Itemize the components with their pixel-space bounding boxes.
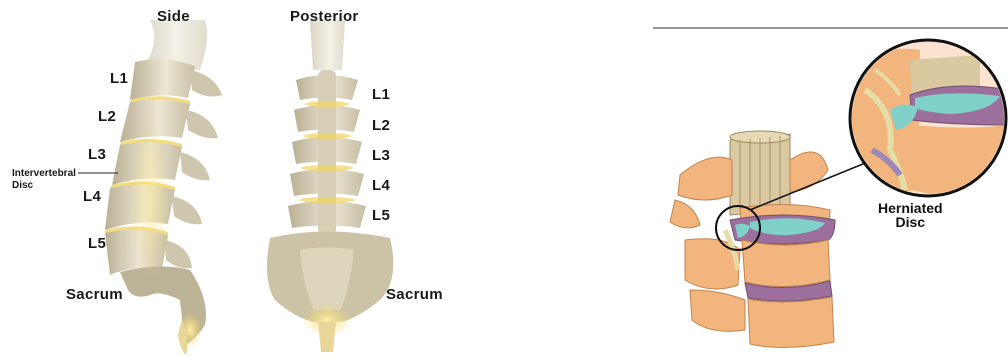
posterior-view-title: Posterior xyxy=(290,8,359,25)
posterior-label-l3: L3 xyxy=(372,147,390,164)
intervertebral-disc-label-line1: Intervertebral xyxy=(12,168,76,180)
lumbar-spine-figure: Side L1 L2 L3 L4 L5 Intervertebral Disc … xyxy=(0,0,500,360)
side-label-l3: L3 xyxy=(88,146,106,163)
herniated-disc-label: Herniated Disc xyxy=(878,201,943,229)
side-label-l4: L4 xyxy=(83,188,101,205)
posterior-label-l4: L4 xyxy=(372,177,390,194)
herniated-disc-figure: Herniated Disc xyxy=(650,0,1008,360)
herniated-disc-label-line1: Herniated xyxy=(878,201,943,215)
herniated-disc-label-line2: Disc xyxy=(878,215,943,229)
side-label-l2: L2 xyxy=(98,108,116,125)
side-sacrum-label: Sacrum xyxy=(66,286,123,303)
herniated-disc-drawing xyxy=(650,0,1008,360)
intervertebral-disc-label-line2: Disc xyxy=(12,180,76,192)
side-label-l5: L5 xyxy=(88,235,106,252)
side-label-l1: L1 xyxy=(110,70,128,87)
vertebra-stack xyxy=(670,131,835,348)
intervertebral-disc-label: Intervertebral Disc xyxy=(12,168,76,192)
posterior-label-l2: L2 xyxy=(372,117,390,134)
posterior-label-l1: L1 xyxy=(372,86,390,103)
side-view-title: Side xyxy=(157,8,190,25)
posterior-label-l5: L5 xyxy=(372,207,390,224)
posterior-sacrum-label: Sacrum xyxy=(386,286,443,303)
